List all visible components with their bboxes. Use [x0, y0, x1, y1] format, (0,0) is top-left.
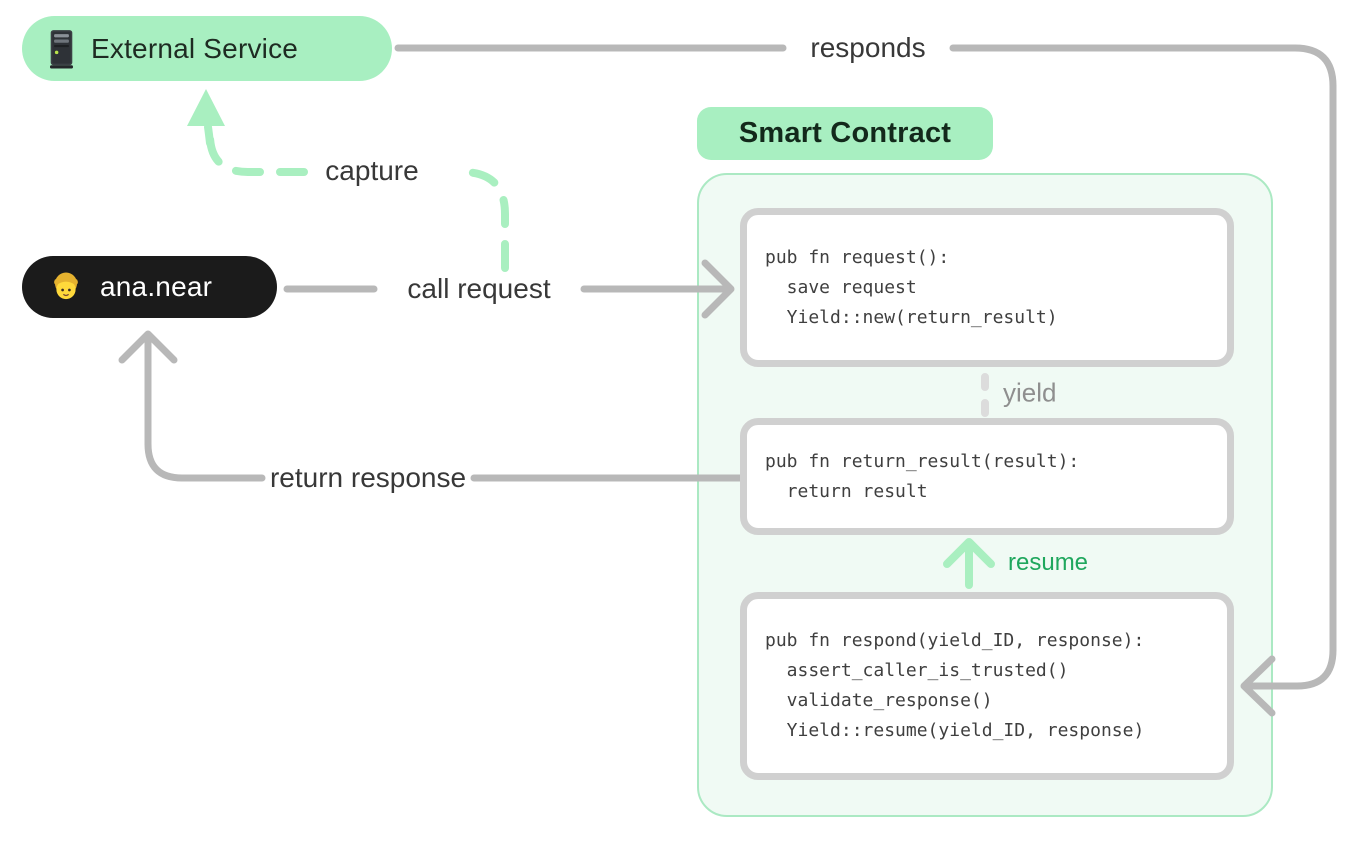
code-line: assert_caller_is_trusted() [765, 660, 1069, 681]
external-service-badge: External Service [22, 16, 392, 81]
respond-function-box: pub fn respond(yield_ID, response): asse… [740, 592, 1234, 780]
code-line: Yield::new(return_result) [765, 306, 1058, 328]
code-line: pub fn request(): [765, 246, 950, 268]
smart-contract-title: Smart Contract [697, 107, 993, 160]
code-line: pub fn return_result(result): [765, 450, 1080, 472]
code-line: save request [765, 276, 917, 298]
person-icon [48, 269, 84, 305]
code-line: validate_response() [765, 690, 993, 711]
call-request-label: call request [407, 273, 551, 304]
user-account-label: ana.near [100, 271, 213, 302]
user-account-pill: ana.near [22, 256, 277, 318]
code-line: return result [765, 480, 928, 502]
external-service-label: External Service [91, 32, 299, 64]
yield-label: yield [1003, 377, 1057, 408]
code-line: Yield::resume(yield_ID, response) [765, 720, 1145, 741]
return-response-label: return response [269, 462, 467, 493]
request-function-box: pub fn request(): save request Yield::ne… [740, 208, 1234, 367]
return-response-arrow [118, 330, 744, 482]
code-line: pub fn respond(yield_ID, response): [765, 630, 1145, 651]
server-icon [48, 28, 75, 70]
return-result-function-box: pub fn return_result(result): return res… [740, 418, 1234, 535]
responds-label: responds [810, 32, 926, 63]
capture-label: capture [325, 155, 419, 186]
resume-label: resume [1008, 549, 1089, 576]
